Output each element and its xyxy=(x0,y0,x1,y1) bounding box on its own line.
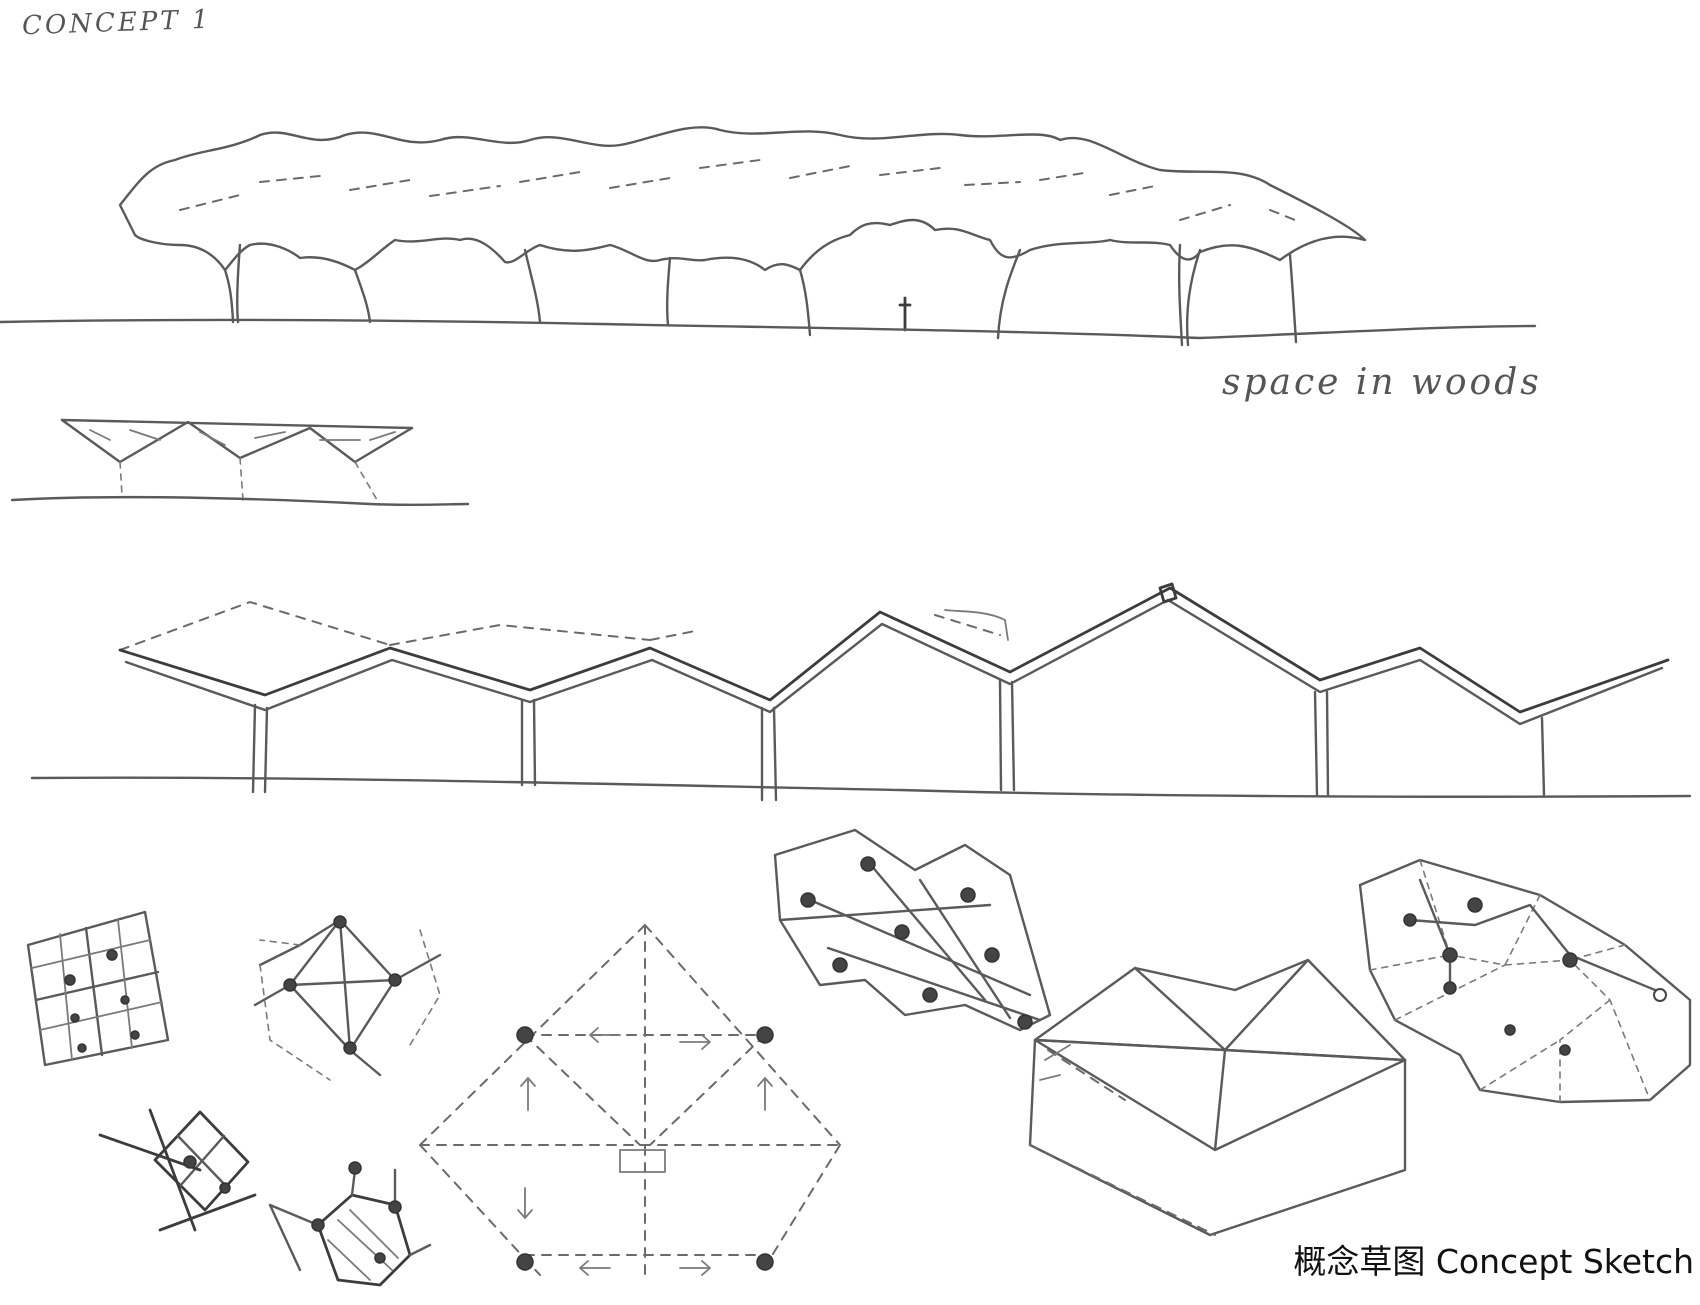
folded-roof-elevation-sketch xyxy=(30,582,1692,802)
folded-roof-perspective-sketch xyxy=(1028,958,1407,1237)
triangulated-network-sketch xyxy=(1358,858,1692,1104)
radial-grid-arrows-sketch xyxy=(419,924,841,1276)
inverted-umbrella-sketch xyxy=(10,418,470,507)
space-in-woods-note: space in woods xyxy=(1222,362,1542,403)
canopy-section-sketch xyxy=(0,126,1537,347)
node-grid-sketch xyxy=(773,828,1052,1032)
grid-plan-sketch xyxy=(26,910,170,1067)
figure-caption: 概念草图 Concept Sketch xyxy=(1293,1242,1694,1281)
diamond-lattice-sketch xyxy=(253,915,442,1081)
rotated-grid-sketch xyxy=(98,1108,257,1232)
hexagon-canopy-sketch xyxy=(268,1161,432,1287)
